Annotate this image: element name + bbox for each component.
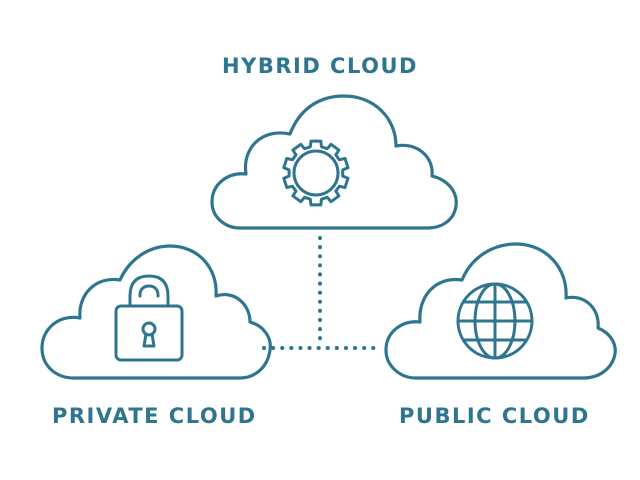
- padlock-icon: [114, 274, 184, 362]
- public-cloud-shape: [384, 242, 617, 380]
- public-cloud-label: PUBLIC CLOUD: [399, 404, 590, 428]
- private-cloud-label: PRIVATE CLOUD: [52, 404, 257, 428]
- gear-icon: [282, 139, 350, 207]
- hybrid-cloud-label: HYBRID CLOUD: [222, 54, 418, 78]
- dotted-connectors: [262, 236, 380, 350]
- private-cloud-shape: [40, 244, 272, 380]
- globe-icon: [456, 282, 534, 360]
- hybrid-cloud-shape: [210, 94, 458, 230]
